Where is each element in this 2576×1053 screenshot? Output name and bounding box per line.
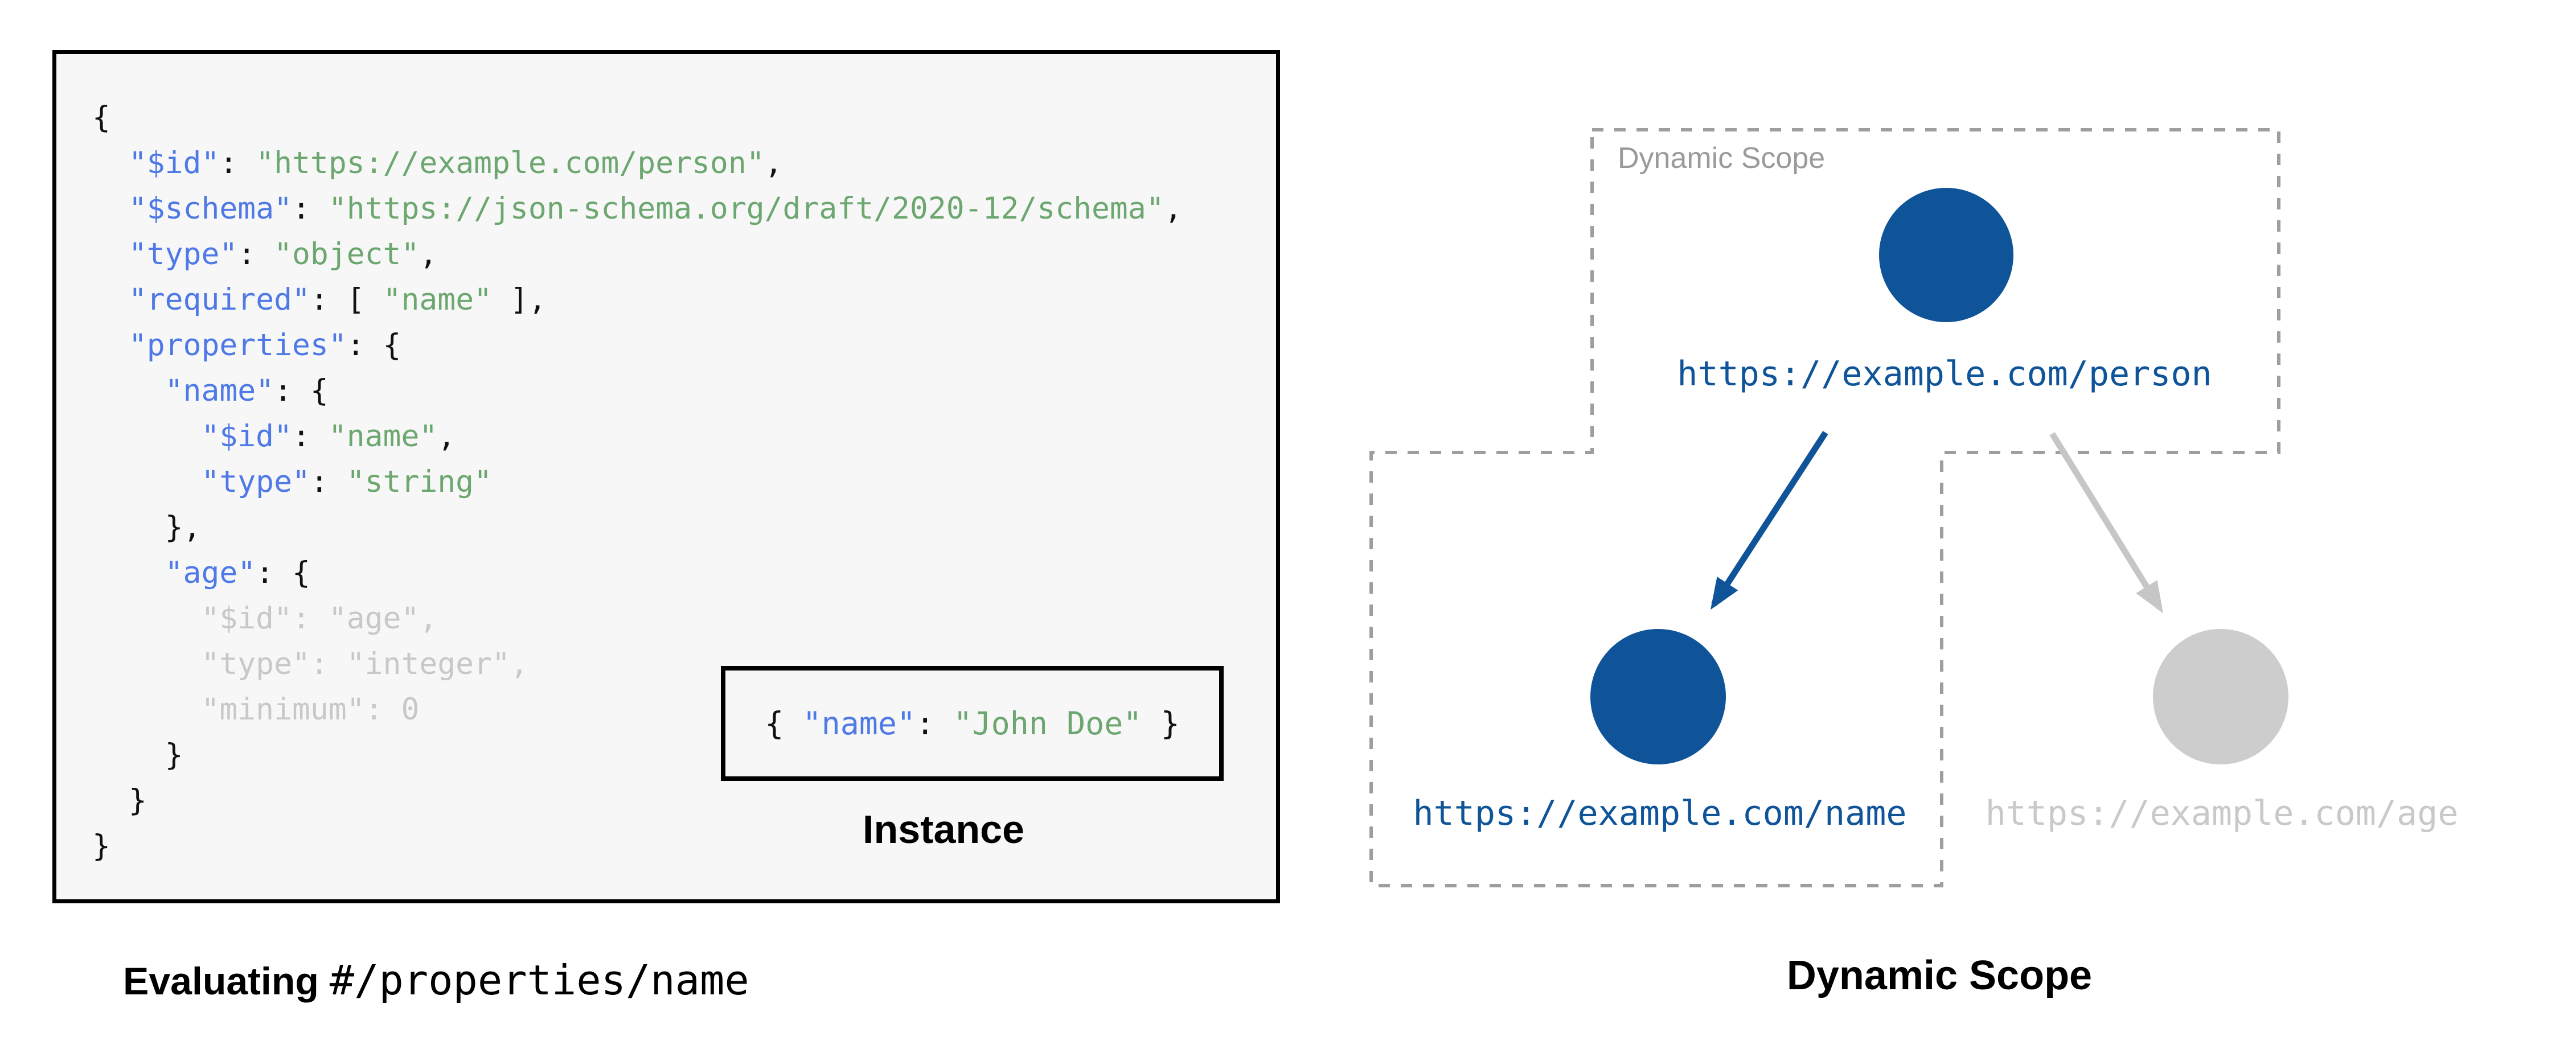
caption-dynamic-scope: Dynamic Scope — [1786, 953, 2093, 998]
code-line: "type": "object", — [128, 237, 438, 272]
code-line: "age": { — [165, 556, 310, 590]
instance-label: Instance — [863, 807, 1024, 852]
code-line: } — [92, 783, 147, 818]
dynamic-scope-outline — [1369, 128, 2280, 887]
instance-box: { "name": "John Doe" } — [721, 666, 1224, 781]
caption-evaluating-pointer: #/properties/name — [329, 956, 749, 1004]
code-line: } — [92, 829, 110, 863]
code-line: }, — [92, 510, 202, 545]
person-to-age-arrow — [2049, 432, 2163, 614]
code-line: "minimum": 0 — [92, 692, 420, 727]
code-line: "properties": { — [128, 328, 401, 363]
person-node-circle — [1879, 188, 2013, 322]
code-line: "$schema": "https://json-schema.org/draf… — [128, 191, 1183, 226]
caption-evaluating: Evaluating #/properties/name — [123, 960, 749, 1001]
code-line: "$id": "age", — [92, 601, 438, 636]
code-line: "$id": "https://example.com/person", — [128, 146, 783, 180]
name-node-circle — [1590, 629, 1726, 764]
person-node-url: https://example.com/person — [1677, 354, 2212, 394]
code-line: "$id": "name", — [201, 419, 456, 454]
name-node-url: https://example.com/name — [1413, 793, 1907, 833]
age-node-url: https://example.com/age — [1985, 793, 2459, 833]
instance-code: { "name": "John Doe" } — [765, 705, 1180, 742]
age-node-circle — [2153, 629, 2288, 764]
caption-evaluating-bold: Evaluating — [123, 960, 319, 1003]
schema-code-panel: { "$id": "https://example.com/person", "… — [52, 50, 1280, 903]
dynamic-scope-inline-label: Dynamic Scope — [1618, 142, 1826, 175]
code-line: "name": { — [165, 373, 329, 408]
code-line: { — [92, 100, 110, 135]
code-line: "type": "string" — [201, 464, 493, 499]
code-line: "type": "integer", — [92, 647, 528, 681]
schema-code-block: { "$id": "https://example.com/person", "… — [92, 95, 1183, 869]
code-line: } — [92, 738, 183, 772]
code-line: "required": [ "name" ], — [128, 282, 547, 317]
code-line: { "name": "John Doe" } — [765, 705, 1180, 742]
person-to-name-arrow — [1711, 431, 1828, 610]
